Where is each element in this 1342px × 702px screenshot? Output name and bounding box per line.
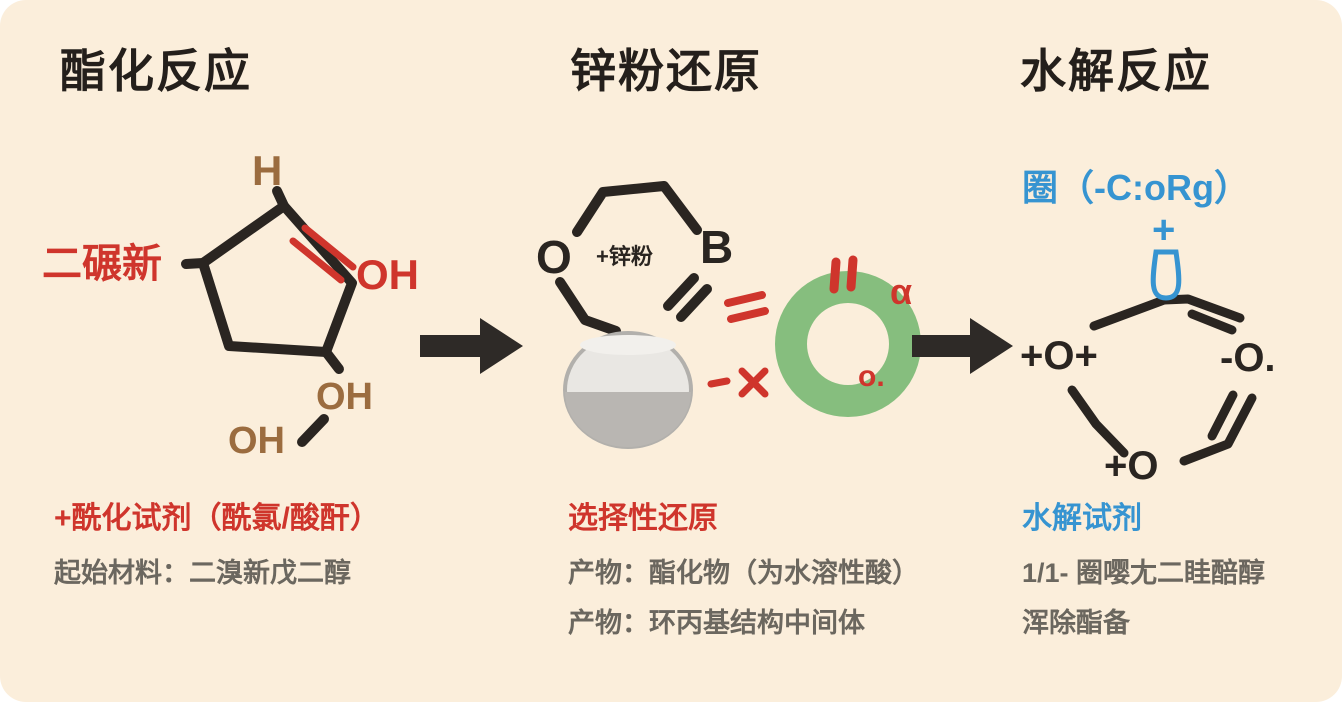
panel3-title: 水解反应 [1020,45,1212,97]
double-bond-red-icon [289,224,357,284]
panel2-reagent: 选择性还原 [568,502,718,535]
donut-red-bars-icon [829,255,858,294]
panel2-title: 锌粉还原 [570,45,762,97]
alpha-label: α [890,271,913,312]
atom-o-label: O [536,231,572,283]
panel2-note2: 产物：环丙基结构中间体 [568,608,865,638]
panel3-note2: 浑除酯备 [1022,608,1130,638]
o-bottom-label: +O [1104,444,1159,488]
red-bond-marks-icon [707,291,769,398]
arrow-right-icon [420,318,523,374]
o-right-label: -O. [1220,336,1276,380]
o-left-label: +O+ [1020,334,1098,378]
zinc-label: +锌粉 [596,244,653,269]
formula-label: 圈（-C:oRg） [1022,167,1250,208]
hydrolysis-ring [1067,294,1257,466]
ring-structure [555,181,712,336]
o-dot-label: o. [858,360,885,393]
panel1-title: 酯化反应 [60,45,252,97]
panel3-reagent: 水解试剂 [1022,502,1142,535]
panel1-reagent: +酰化试剂（酰氯/酸酐） [54,502,380,535]
arrow-right-icon [912,318,1013,374]
oh-bottom-label: OH [228,420,285,462]
donut-ring-icon [775,271,921,417]
pentagon-ring [181,186,357,447]
plus-label: + [1152,208,1176,252]
left-substituent-label: 二碾新 [42,242,162,286]
panel3-note1: 1/1- 圈嘤尢二眭醅醇 [1022,558,1266,588]
atom-b-label: B [700,221,734,273]
oh-mid-label: OH [316,376,373,418]
vessel-icon [1150,249,1182,301]
atom-h-label: H [252,147,283,194]
panel2-note1: 产物：酯化物（为水溶性酸） [568,558,919,588]
panel1-note1: 起始材料：二溴新戊二醇 [54,558,351,588]
flask-icon [563,331,693,449]
oh-right-label: OH [356,251,419,298]
